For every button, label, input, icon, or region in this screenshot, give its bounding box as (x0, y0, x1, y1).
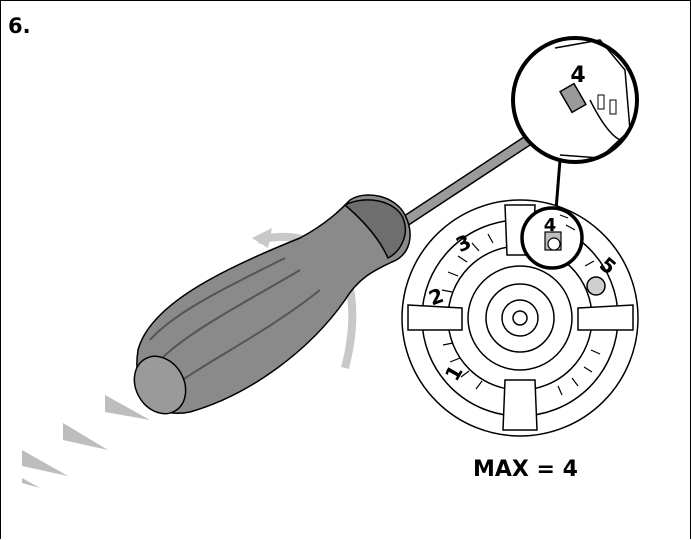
motion-arrow-3 (22, 450, 68, 476)
zoom-number: 4 (570, 63, 585, 88)
dial (401, 199, 639, 437)
screwdriver-handle (133, 194, 411, 415)
motion-arrow-4 (22, 478, 40, 488)
zoom-detail: 4 (511, 36, 639, 164)
step-number: 6. (8, 14, 31, 38)
max-label: MAX = 4 (473, 457, 578, 482)
motion-arrow-2 (63, 423, 108, 450)
motion-arrows (22, 395, 150, 488)
dial-number-4: 4 (544, 215, 557, 236)
motion-arrow-1 (105, 395, 150, 420)
dial-highlight: 4 (520, 206, 584, 270)
zoom-connector (554, 159, 562, 211)
